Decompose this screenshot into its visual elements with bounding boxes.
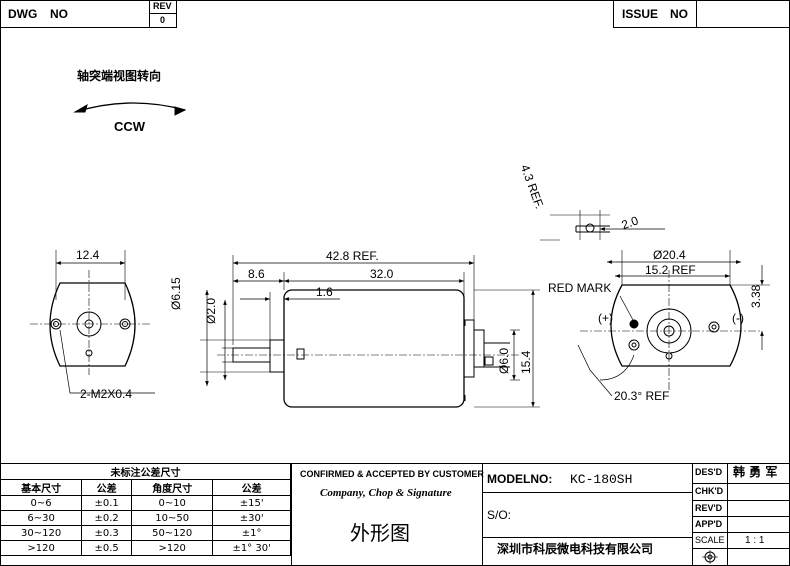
tol-cell: ±30' (212, 510, 291, 526)
tol-cell: ±15' (212, 495, 291, 511)
tol-cell: ±0.2 (81, 510, 133, 526)
right-end-view (577, 250, 770, 397)
tol-cell: ±1° (212, 525, 291, 541)
dwg-no-label: NO (50, 7, 68, 21)
table-row: 6~30 ±0.2 10~50 ±30' (0, 510, 291, 526)
tolerance-title: 未标注公差尺寸 (0, 463, 291, 480)
table-row: >120 ±0.5 >120 ±1° 30' (0, 540, 291, 556)
des-name: 韩 勇 军 (733, 465, 778, 479)
des-label: DES'D (695, 467, 723, 477)
tol-cell: 30~120 (0, 525, 83, 541)
dim-15-4: 15.4 (519, 350, 533, 374)
tol-header: 公差 (212, 479, 291, 496)
issue-label: ISSUE (622, 7, 659, 21)
dim-dia-6-15: Ø6.15 (169, 277, 183, 310)
tol-cell: ±0.1 (81, 495, 133, 511)
tol-cell: ±1° 30' (212, 540, 291, 556)
so-label: S/O: (487, 508, 512, 522)
tol-cell: >120 (131, 540, 214, 556)
tol-cell: 50~120 (131, 525, 214, 541)
confirm-subtitle: Company, Chop & Signature (320, 487, 452, 499)
tol-cell: 0~6 (0, 495, 83, 511)
ccw-arrow-icon (74, 102, 186, 113)
dim-8-6: 8.6 (248, 267, 265, 281)
tol-cell: 0~10 (131, 495, 214, 511)
confirm-title: CONFIRMED & ACCEPTED BY CUSTOMER (300, 469, 484, 479)
tol-cell: 10~50 (131, 510, 214, 526)
side-view (200, 255, 540, 408)
dim-dia-6-0: Ø6.0 (497, 347, 511, 374)
dim-2-m2: 2-M2X0.4 (80, 387, 133, 401)
tolerance-table: 未标注公差尺寸 基本尺寸 公差 角度尺寸 公差 0~6 ±0.1 0~10 ±1… (0, 463, 291, 556)
projection-symbol-icon (702, 550, 718, 564)
dim-dia-20-4: Ø20.4 (653, 248, 686, 262)
dim-20-3-ref: 20.3° REF (614, 389, 670, 403)
terminal-minus: (-) (732, 311, 744, 325)
model-label: MODELNO: (487, 472, 553, 486)
scale-label: SCALE (695, 535, 725, 545)
tol-cell: 6~30 (0, 510, 83, 526)
rev-label: REV (153, 1, 172, 11)
issue-no-label: NO (670, 7, 688, 21)
rotation-direction: CCW (114, 119, 146, 134)
rev-label-2: REV'D (695, 503, 723, 513)
rotation-title: 轴突端视图转向 (77, 69, 162, 83)
dim-dia-2-0: Ø2.0 (204, 297, 218, 324)
table-row: 30~120 ±0.3 50~120 ±1° (0, 525, 291, 541)
terminal-plus: (+) (598, 311, 613, 325)
table-row: 0~6 ±0.1 0~10 ±15' (0, 495, 291, 511)
company-name: 深圳市科辰微电科技有限公司 (497, 542, 654, 556)
drawing-name: 外形图 (350, 521, 410, 545)
tol-header: 基本尺寸 (0, 479, 83, 496)
dim-12-4: 12.4 (76, 248, 100, 262)
app-label: APP'D (695, 519, 723, 529)
red-mark-label: RED MARK (548, 281, 612, 295)
terminal-detail (540, 210, 665, 241)
rev-value: 0 (160, 15, 166, 25)
dim-1-6: 1.6 (316, 285, 333, 299)
dim-15-2-ref: 15.2 REF (645, 263, 696, 277)
tol-cell: >120 (0, 540, 83, 556)
model-value: KC-180SH (570, 472, 633, 487)
tol-cell: ±0.3 (81, 525, 133, 541)
scale-value: 1 : 1 (745, 535, 765, 546)
dim-3-38: 3.38 (749, 284, 763, 308)
dwg-label: DWG (8, 7, 38, 21)
chk-label: CHK'D (695, 486, 724, 496)
tol-header: 公差 (81, 479, 133, 496)
tol-header: 角度尺寸 (131, 479, 214, 496)
dim-42-8-ref: 42.8 REF. (326, 249, 379, 263)
dim-32-0: 32.0 (370, 267, 394, 281)
left-end-view (30, 250, 155, 394)
tol-cell: ±0.5 (81, 540, 133, 556)
